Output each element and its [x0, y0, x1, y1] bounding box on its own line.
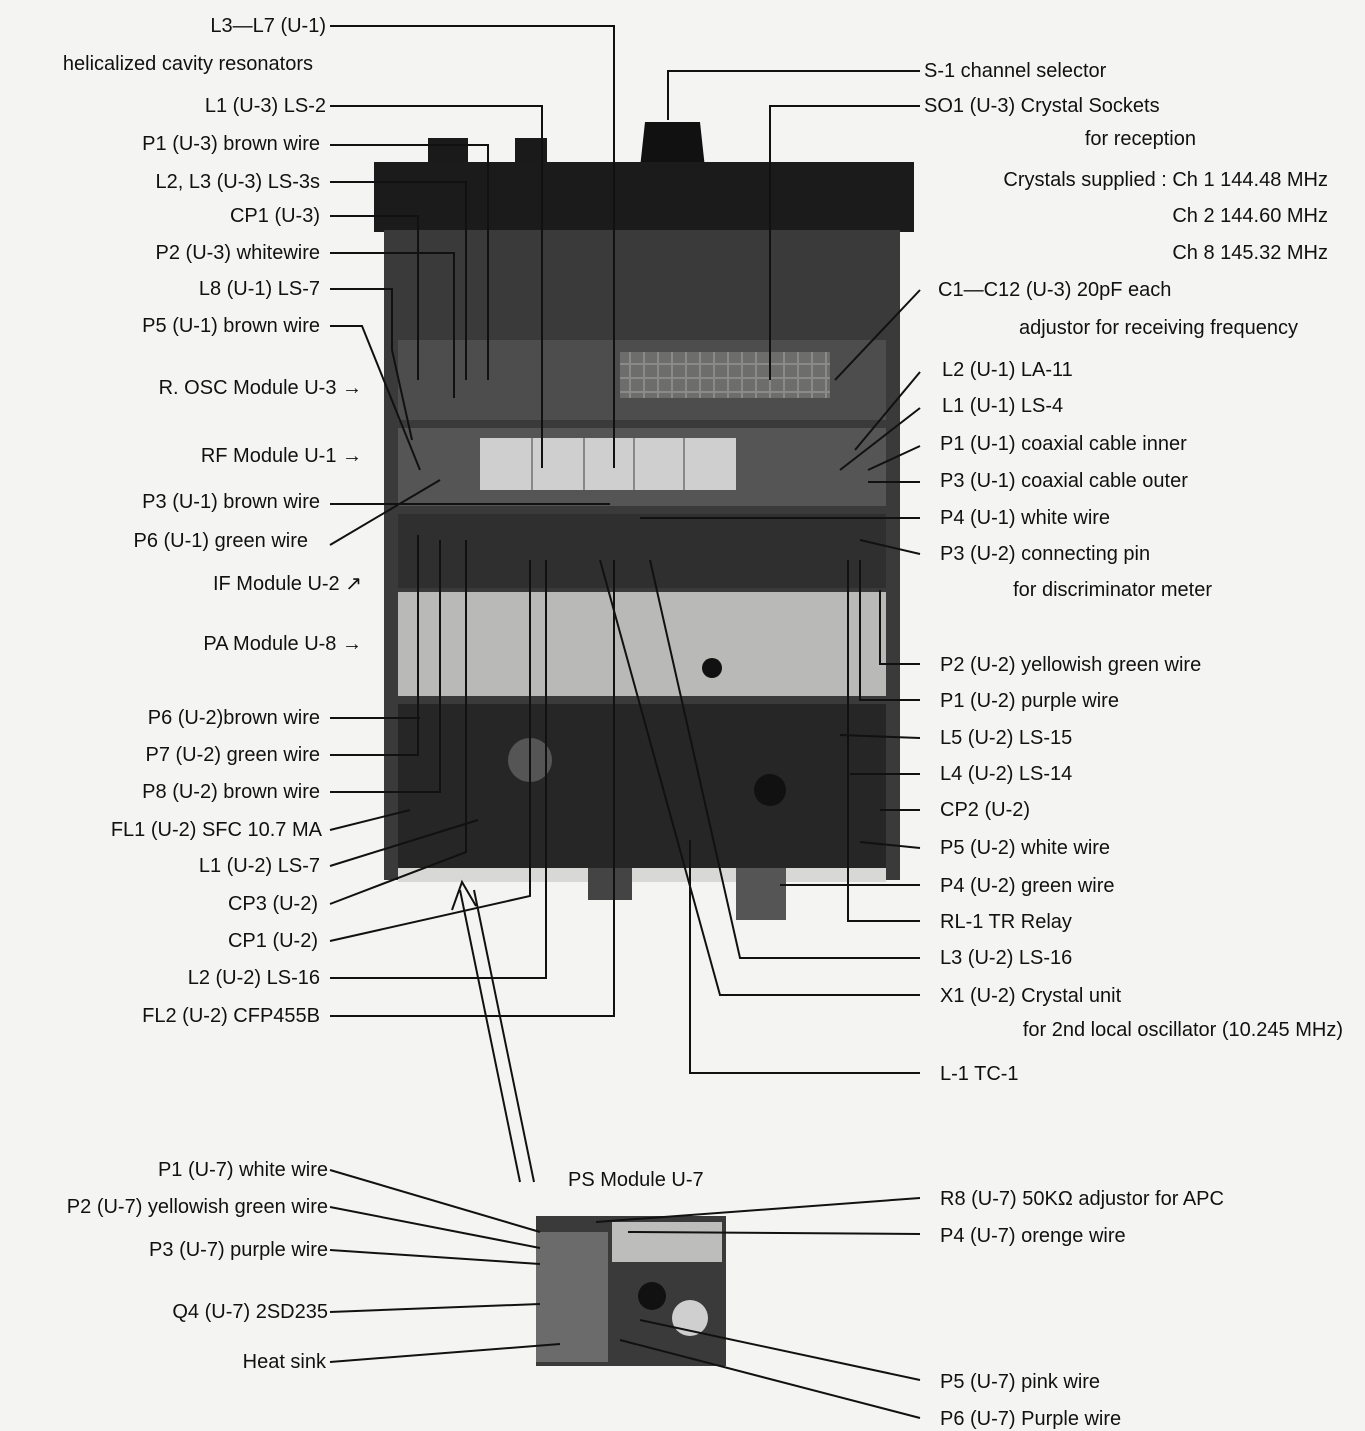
label-l1-u3: L1 (U-3) LS-2: [205, 95, 326, 117]
left-labels: L3—L7 (U-1) helicalized cavity resonator…: [63, 15, 362, 1373]
label-p2-u2: P2 (U-2) yellowish green wire: [940, 654, 1201, 676]
label-p8-u2: P8 (U-2) brown wire: [142, 781, 320, 803]
helical-resonators: [480, 438, 736, 490]
bottom-compartment: [398, 704, 886, 870]
label-rosc-module: R. OSC Module U-3 →: [159, 377, 362, 399]
transceiver-photo: [374, 122, 914, 920]
label-l3-l7-u1: L3—L7 (U-1): [210, 15, 326, 37]
label-l1-u1: L1 (U-1) LS-4: [942, 395, 1063, 417]
label-rl1-tr-relay: RL-1 TR Relay: [940, 911, 1072, 933]
ps-capacitor-2: [638, 1282, 666, 1310]
right-labels: S-1 channel selector SO1 (U-3) Crystal S…: [924, 60, 1343, 1430]
label-p6-u7: P6 (U-7) Purple wire: [940, 1408, 1121, 1430]
label-p3-u1: P3 (U-1) brown wire: [142, 491, 320, 513]
label-q4-u7: Q4 (U-7) 2SD235: [172, 1301, 328, 1323]
if-module: [398, 514, 886, 588]
label-p4-u7: P4 (U-7) orenge wire: [940, 1225, 1126, 1247]
label-heat-sink: Heat sink: [243, 1351, 327, 1373]
label-l2-l3-u3: L2, L3 (U-3) LS-3s: [155, 171, 320, 193]
label-crystals-ch1: Crystals supplied : Ch 1 144.48 MHz: [1003, 169, 1328, 191]
label-cp2-u2: CP2 (U-2): [940, 799, 1030, 821]
label-p1-u3: P1 (U-3) brown wire: [142, 133, 320, 155]
label-cp1-u3: CP1 (U-3): [230, 205, 320, 227]
label-l8-u1: L8 (U-1) LS-7: [199, 278, 320, 300]
label-crystals-ch8: Ch 8 145.32 MHz: [1172, 242, 1328, 264]
power-connector: [736, 868, 786, 920]
label-l1-u2: L1 (U-2) LS-7: [199, 855, 320, 877]
label-p3-u1-outer: P3 (U-1) coaxial cable outer: [940, 470, 1188, 492]
leader-lines: [329, 25, 921, 1419]
label-for-reception: for reception: [1085, 128, 1196, 150]
label-rf-module: RF Module U-1 →: [201, 445, 362, 467]
heat-sink-block: [536, 1232, 608, 1362]
label-p5-u7: P5 (U-7) pink wire: [940, 1371, 1100, 1393]
label-p5-u2: P5 (U-2) white wire: [940, 837, 1110, 859]
label-p4-u1: P4 (U-1) white wire: [940, 507, 1110, 529]
label-l1-tc1: L-1 TC-1: [940, 1063, 1019, 1085]
label-adjustor-receiving: adjustor for receiving frequency: [1019, 317, 1298, 339]
ps-capacitor-1: [672, 1300, 708, 1336]
label-r8-u7: R8 (U-7) 50KΩ adjustor for APC: [940, 1188, 1224, 1210]
ps-module-photo: [536, 1216, 726, 1366]
label-l5-u2: L5 (U-2) LS-15: [940, 727, 1072, 749]
ps-light-area: [612, 1222, 722, 1262]
label-p6-u2: P6 (U-2)brown wire: [148, 707, 320, 729]
pa-module: [398, 592, 886, 696]
label-c1-c12-u3: C1—C12 (U-3) 20pF each: [938, 279, 1171, 301]
label-x1-u2: X1 (U-2) Crystal unit: [940, 985, 1122, 1007]
label-pa-module: PA Module U-8 →: [203, 633, 362, 655]
label-fl2-u2: FL2 (U-2) CFP455B: [142, 1005, 320, 1027]
label-so1-crystal-sockets: SO1 (U-3) Crystal Sockets: [924, 95, 1160, 117]
pa-screw: [702, 658, 722, 678]
label-p7-u2: P7 (U-2) green wire: [145, 744, 320, 766]
label-fl1-u2: FL1 (U-2) SFC 10.7 MA: [111, 819, 323, 841]
label-helicalized-cavity: helicalized cavity resonators: [63, 53, 313, 75]
label-discriminator-meter: for discriminator meter: [1013, 579, 1212, 601]
label-p2-u3: P2 (U-3) whitewire: [156, 242, 320, 264]
top-panel: [374, 162, 914, 232]
crystal-socket-block: [620, 352, 830, 398]
ps-module-title: PS Module U-7: [568, 1169, 704, 1191]
label-p1-u2: P1 (U-2) purple wire: [940, 690, 1119, 712]
label-p3-u2: P3 (U-2) connecting pin: [940, 543, 1150, 565]
label-if-module: IF Module U-2 ↗: [213, 573, 362, 595]
relay-can: [754, 774, 786, 806]
label-p4-u2: P4 (U-2) green wire: [940, 875, 1115, 897]
label-l3-u2: L3 (U-2) LS-16: [940, 947, 1072, 969]
label-cp3-u2: CP3 (U-2): [228, 893, 318, 915]
label-l4-u2: L4 (U-2) LS-14: [940, 763, 1072, 785]
label-p5-u1: P5 (U-1) brown wire: [142, 315, 320, 337]
label-s1-channel-selector: S-1 channel selector: [924, 60, 1107, 82]
label-p1-u7: P1 (U-7) white wire: [158, 1159, 328, 1181]
channel-selector-knob: [640, 122, 705, 168]
label-2nd-local-osc: for 2nd local oscillator (10.245 MHz): [1023, 1019, 1343, 1041]
label-cp1-u2: CP1 (U-2): [228, 930, 318, 952]
label-l2-u1: L2 (U-1) LA-11: [942, 359, 1073, 381]
label-p3-u7: P3 (U-7) purple wire: [149, 1239, 328, 1261]
bottom-plate: [398, 868, 886, 882]
label-p6-u1: P6 (U-1) green wire: [133, 530, 308, 552]
label-p1-u1: P1 (U-1) coaxial cable inner: [940, 433, 1187, 455]
label-p2-u7: P2 (U-7) yellowish green wire: [67, 1196, 328, 1218]
label-crystals-ch2: Ch 2 144.60 MHz: [1172, 205, 1328, 227]
antenna-connector: [588, 868, 632, 900]
label-l2-u2: L2 (U-2) LS-16: [188, 967, 320, 989]
